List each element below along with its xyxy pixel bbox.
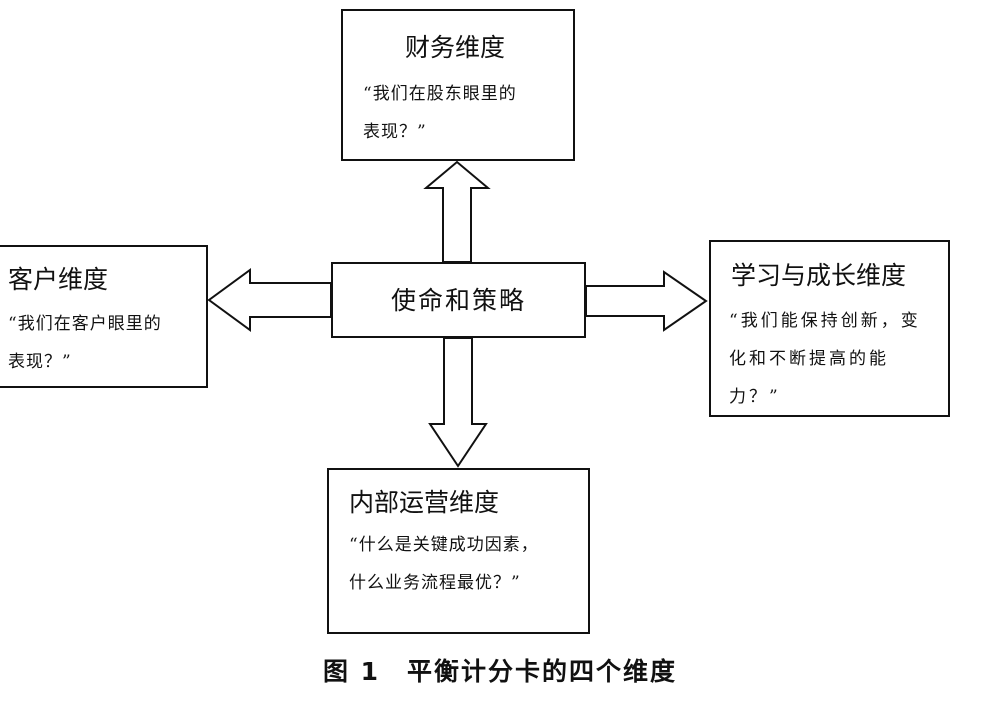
learning-desc-line: 力？” (729, 387, 781, 407)
learning-description: “我们能保持创新，变 化和不断提高的能 力？” (729, 302, 921, 416)
arrow-left-to-customer (207, 268, 332, 332)
internal-description: “什么是关键成功因素， 什么业务流程最优？” (349, 526, 539, 602)
learning-desc-line: 化和不断提高的能 (729, 349, 889, 369)
financial-title: 财务维度 (405, 33, 506, 62)
financial-desc-line: 表现？” (363, 122, 427, 142)
internal-desc-line: 什么业务流程最优？” (349, 573, 521, 593)
arrow-right-to-learning (585, 270, 708, 332)
figure-caption: 图 1 平衡计分卡的四个维度 (322, 657, 678, 686)
arrow-down-to-internal (428, 337, 488, 468)
internal-desc-line: “什么是关键成功因素， (349, 535, 539, 555)
financial-perspective-box: 财务维度 “我们在股东眼里的 表现？” (341, 9, 575, 161)
arrow-up-to-financial (423, 160, 491, 263)
learning-growth-perspective-box: 学习与成长维度 “我们能保持创新，变 化和不断提高的能 力？” (709, 240, 950, 417)
mission-strategy-label: 使命和策略 (390, 286, 526, 315)
customer-perspective-box: 客户维度 “我们在客户眼里的 表现？” (0, 245, 208, 388)
financial-desc-line: “我们在股东眼里的 (363, 84, 517, 104)
customer-title: 客户维度 (8, 265, 109, 294)
internal-title: 内部运营维度 (349, 488, 500, 517)
internal-process-perspective-box: 内部运营维度 “什么是关键成功因素， 什么业务流程最优？” (327, 468, 590, 634)
mission-strategy-box: 使命和策略 (331, 262, 586, 338)
financial-description: “我们在股东眼里的 表现？” (363, 75, 517, 151)
customer-desc-line: 表现？” (8, 352, 72, 372)
learning-desc-line: “我们能保持创新，变 (729, 311, 921, 331)
customer-description: “我们在客户眼里的 表现？” (8, 305, 162, 381)
learning-title: 学习与成长维度 (731, 261, 907, 290)
customer-desc-line: “我们在客户眼里的 (8, 314, 162, 334)
